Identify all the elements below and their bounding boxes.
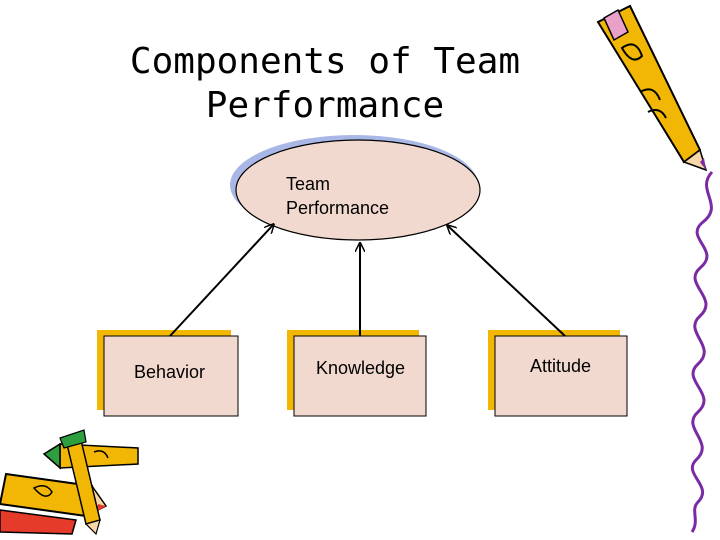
slide-title: Components of Team Performance [100,40,550,128]
pencil-clipart-icon [596,4,708,172]
crayons-clipart-icon [0,429,139,536]
team-performance-label-line-2: Performance [286,198,390,218]
knowledge-label: Knowledge [316,358,406,378]
knowledge-box-group [287,330,427,417]
arrow-behavior-to-team [169,225,273,337]
arrow-attitude-to-team [448,226,566,337]
slide-title-line-2: Performance [205,85,445,126]
knowledge-box [293,335,427,417]
behavior-label: Behavior [134,362,206,382]
team-performance-node [235,139,481,241]
slide-title-line-1: Components of Team [129,41,521,82]
attitude-box [494,335,628,417]
attitude-box-group [488,330,628,417]
behavior-box-group [97,330,239,417]
wavy-line-icon [690,170,714,533]
team-performance-label-line-1: Team [286,174,331,194]
attitude-label: Attitude [530,356,592,376]
team-performance-label: Team Performance [286,172,389,220]
